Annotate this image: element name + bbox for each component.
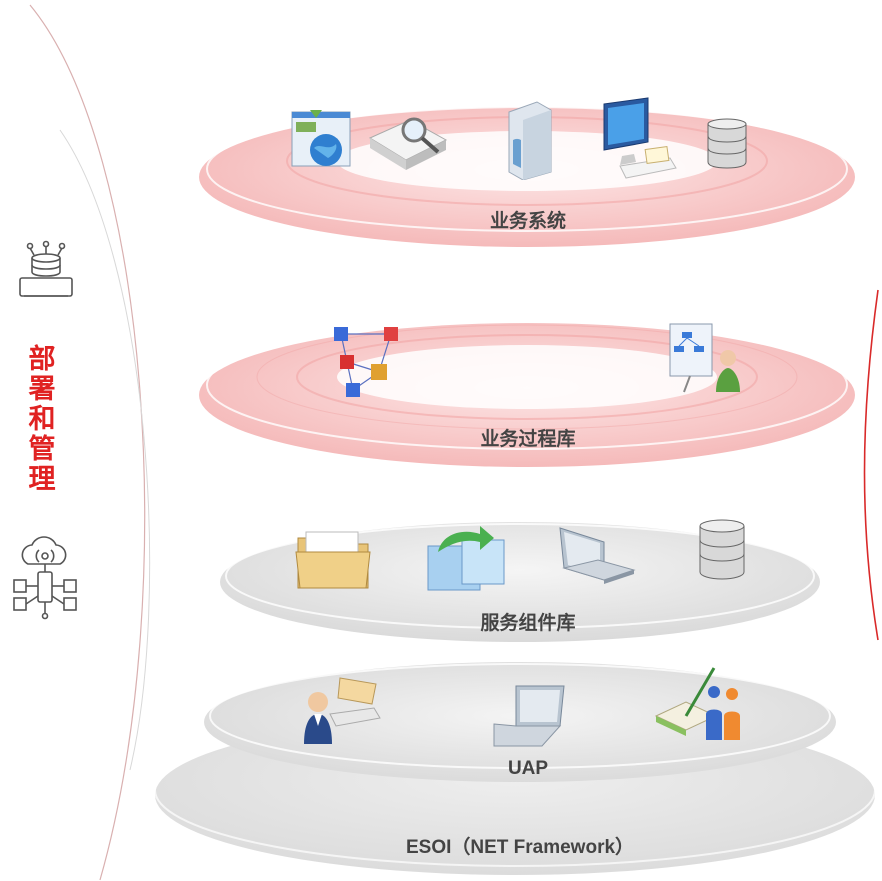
building-book-icon [508, 101, 552, 180]
layer-label-esoi: ESOI（NET Framework） [405, 837, 635, 858]
laptop-icon [559, 527, 636, 584]
transfer-arrow-icon [427, 526, 505, 591]
layer-label-process: 业务过程库 [480, 429, 576, 450]
document-magnifier-icon [368, 117, 448, 170]
database-icon [699, 519, 745, 580]
right-red-arc [863, 289, 879, 641]
layer-label-service: 服务组件库 [480, 613, 576, 634]
server-database-icon [19, 240, 73, 297]
cloud-network-icon [13, 536, 77, 620]
web-browser-globe-icon [291, 110, 351, 167]
folder-icon [295, 531, 371, 589]
left-inner-arc [59, 129, 151, 771]
side-title: 部署和管理 [22, 344, 62, 494]
computer-monitor-icon [603, 97, 677, 179]
database-icon [707, 118, 747, 169]
layer-label-business: 业务系统 [489, 211, 566, 232]
layer-label-uap: UAP [507, 758, 549, 779]
user-desk-icon [304, 677, 381, 744]
side-title-text: 部署和管理 [28, 344, 56, 494]
presentation-user-icon [669, 323, 740, 393]
left-outer-arc [29, 4, 146, 881]
book-people-icon [654, 667, 740, 740]
layer-process-disc [199, 320, 855, 467]
laptop-icon [493, 685, 565, 747]
process-network-cubes-icon [334, 327, 398, 397]
